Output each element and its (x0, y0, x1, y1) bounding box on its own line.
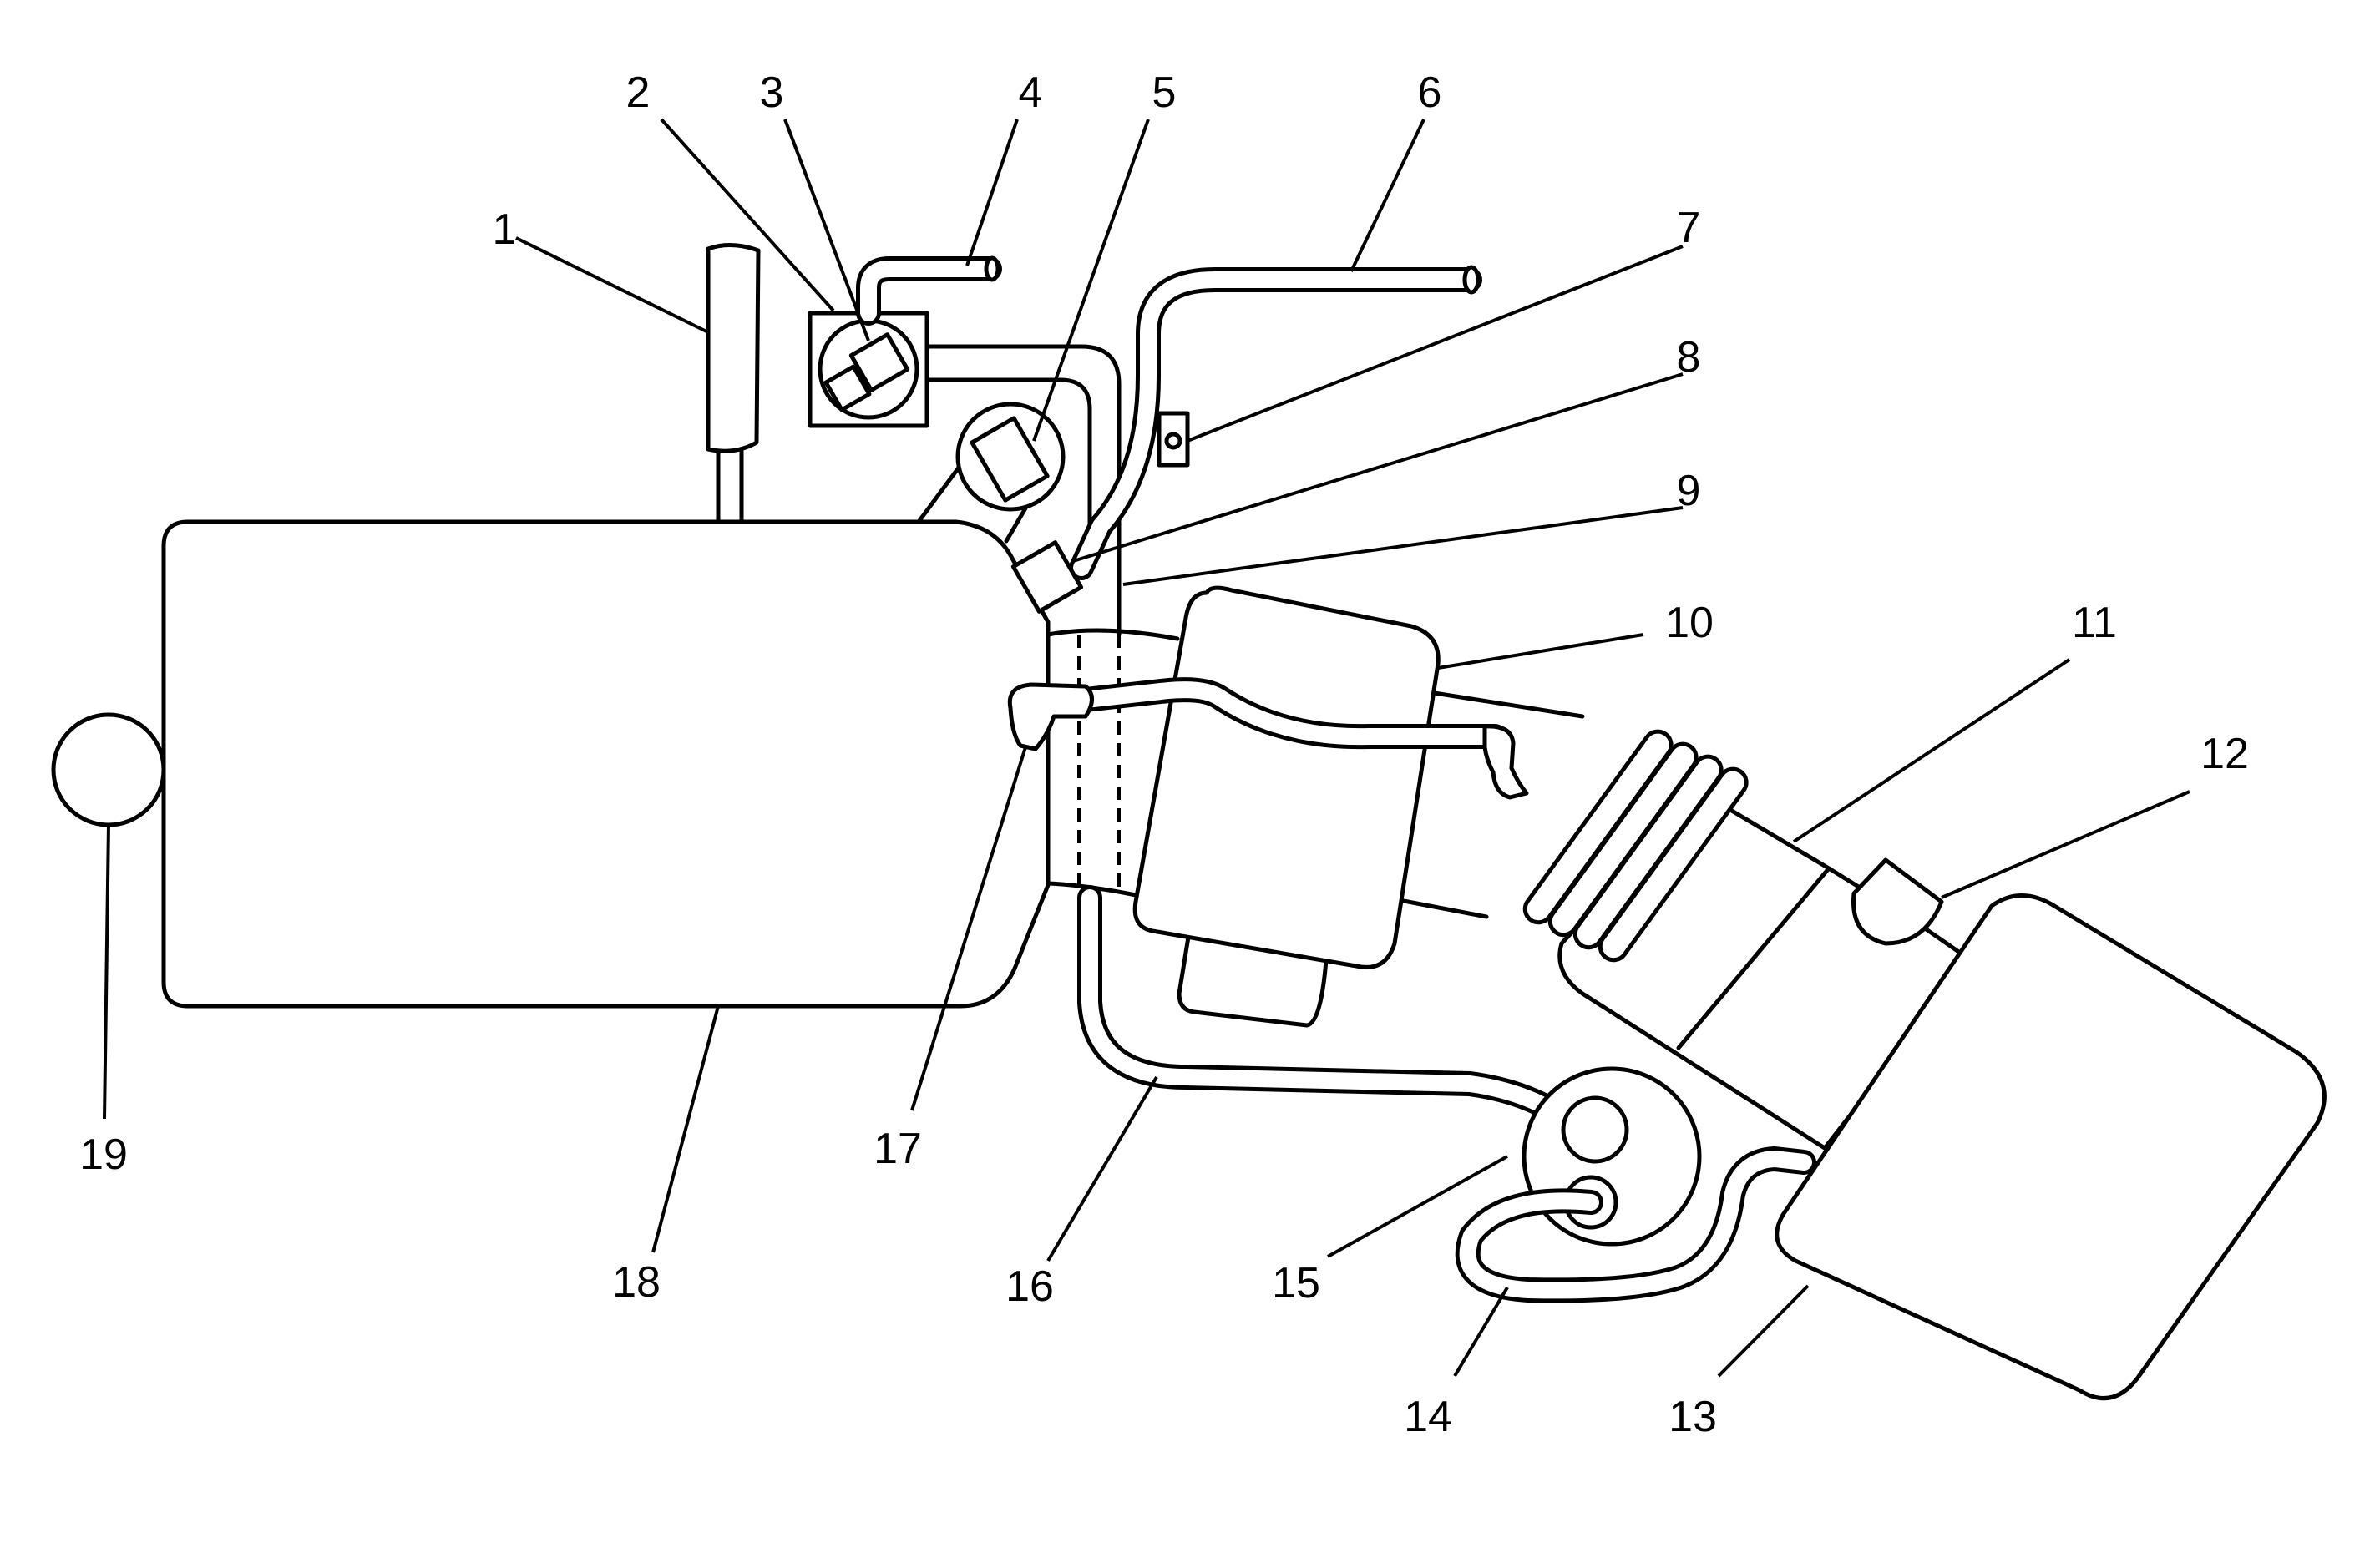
hook-tube (1007, 677, 1529, 800)
callout-6: 6 (1418, 68, 1442, 117)
sensor-bracket (924, 344, 1122, 570)
connector (1010, 540, 1084, 614)
callout-15: 15 (1272, 1259, 1320, 1308)
bellows (1522, 729, 1749, 963)
long-hose (1069, 265, 1482, 580)
vertical-pipes (1077, 565, 1122, 895)
end-cap (51, 712, 166, 827)
duct-sensor (1851, 857, 1944, 946)
callout-9: 9 (1677, 467, 1701, 515)
short-tube (856, 255, 1002, 326)
main-housing (161, 519, 1051, 1009)
callout-10: 10 (1665, 599, 1714, 647)
callout-11: 11 (2072, 599, 2117, 647)
rod-handle (706, 243, 761, 524)
callout-3: 3 (760, 68, 784, 117)
callout-labels: 1 2 3 4 5 6 7 8 9 10 11 12 13 14 15 16 1… (79, 68, 2249, 1441)
callout-14: 14 (1404, 1393, 1452, 1441)
callout-16: 16 (1005, 1262, 1054, 1311)
callout-12: 12 (2200, 730, 2249, 778)
tube-loop (1455, 1146, 1816, 1303)
canister (1522, 1066, 1702, 1247)
hose-clip (1157, 411, 1190, 468)
leader-lines (103, 118, 2190, 1378)
callout-17: 17 (874, 1125, 922, 1173)
callout-5: 5 (1152, 68, 1177, 117)
callout-1: 1 (493, 205, 517, 254)
callout-19: 19 (79, 1131, 128, 1179)
air-cleaner-box (1775, 893, 2327, 1401)
callout-7: 7 (1677, 204, 1701, 252)
callout-13: 13 (1669, 1393, 1717, 1441)
callout-2: 2 (626, 68, 651, 117)
callout-18: 18 (612, 1258, 661, 1307)
sensor-box (808, 311, 929, 428)
callout-8: 8 (1677, 333, 1701, 382)
filter-body (1132, 585, 1441, 1028)
callout-4: 4 (1019, 68, 1043, 117)
